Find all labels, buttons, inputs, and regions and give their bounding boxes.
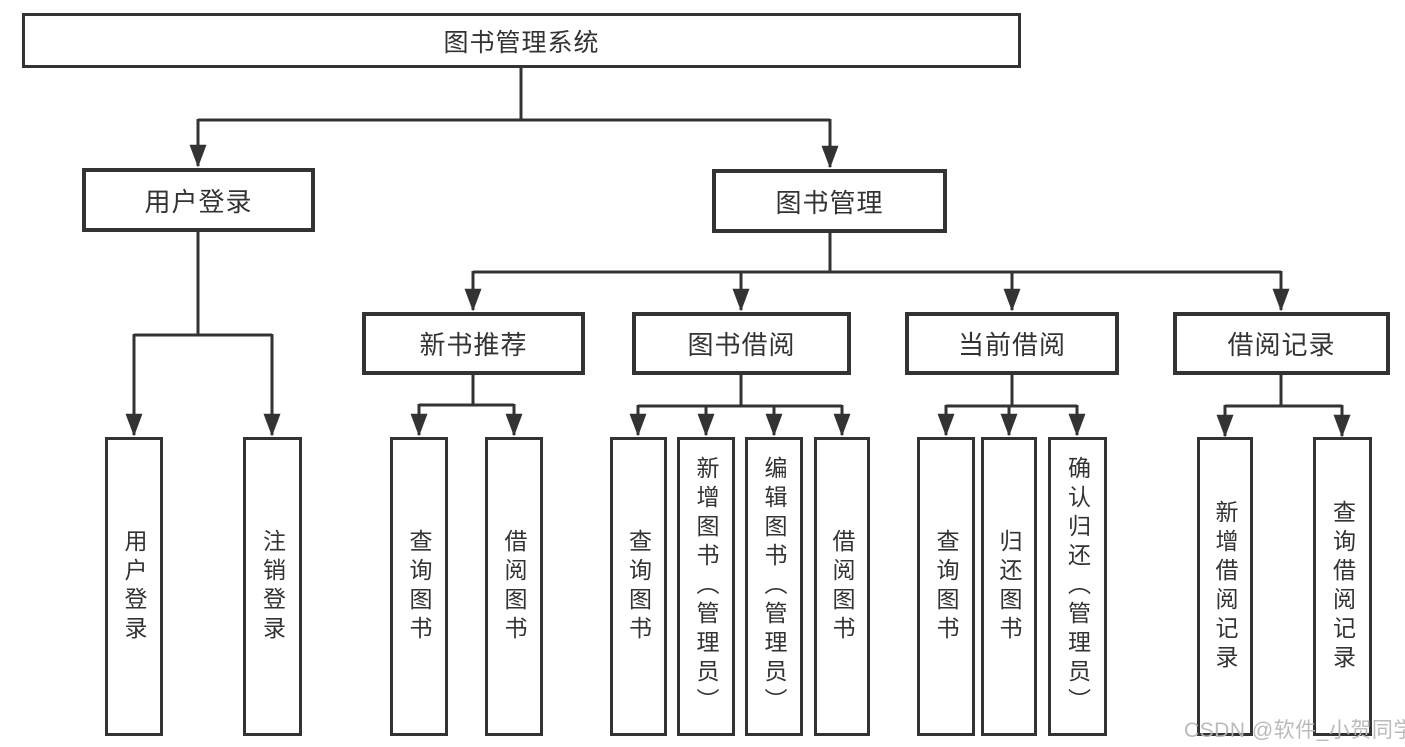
leaf-query-borrow-record-label: 查询借阅记录 — [1329, 499, 1356, 674]
leaf-query-books-1: 查询图书 — [390, 437, 448, 736]
leaf-borrow-book-1-label: 借阅图书 — [501, 528, 527, 645]
node-book-management: 图书管理 — [712, 169, 947, 233]
leaf-edit-book-admin: 编辑图书（管理员） — [745, 437, 803, 736]
leaf-borrow-book-1: 借阅图书 — [485, 437, 543, 736]
leaf-confirm-return-admin-label: 确认归还（管理员） — [1064, 456, 1091, 717]
node-current-borrow-label: 当前借阅 — [957, 330, 1066, 360]
node-new-book-recommend-label: 新书推荐 — [419, 330, 528, 360]
leaf-borrow-book-2-label: 借阅图书 — [829, 528, 855, 645]
node-user-login: 用户登录 — [82, 168, 315, 232]
leaf-query-books-1-label: 查询图书 — [406, 528, 432, 645]
leaf-query-books-2: 查询图书 — [610, 437, 667, 736]
leaf-add-book-admin-label: 新增图书（管理员） — [693, 456, 719, 717]
node-book-borrow: 图书借阅 — [632, 312, 851, 375]
leaf-query-borrow-record: 查询借阅记录 — [1313, 437, 1372, 736]
node-borrow-records-label: 借阅记录 — [1227, 330, 1336, 360]
node-book-management-label: 图书管理 — [775, 187, 884, 218]
leaf-add-book-admin: 新增图书（管理员） — [677, 437, 735, 736]
leaf-user-login: 用户登录 — [105, 437, 163, 736]
node-user-login-label: 用户登录 — [144, 186, 253, 217]
node-borrow-records: 借阅记录 — [1173, 312, 1390, 375]
leaf-query-books-3: 查询图书 — [917, 437, 975, 736]
leaf-add-borrow-record-label: 新增借阅记录 — [1212, 499, 1238, 674]
leaf-return-book: 归还图书 — [981, 437, 1037, 736]
connector-lines — [125, 68, 1351, 438]
leaf-edit-book-admin-label: 编辑图书（管理员） — [761, 456, 787, 717]
leaf-user-login-label: 用户登录 — [121, 528, 147, 645]
leaf-logout-label: 注销登录 — [259, 528, 286, 645]
leaf-logout: 注销登录 — [243, 437, 302, 736]
leaf-borrow-book-2: 借阅图书 — [814, 437, 870, 736]
csdn-watermark: CSDN @软件_小贺同学 — [1184, 719, 1405, 742]
leaf-confirm-return-admin: 确认归还（管理员） — [1048, 437, 1107, 736]
leaf-query-books-3-label: 查询图书 — [933, 528, 959, 645]
node-book-borrow-label: 图书借阅 — [687, 330, 796, 360]
node-root: 图书管理系统 — [22, 13, 1021, 68]
leaf-return-book-label: 归还图书 — [996, 528, 1022, 645]
node-current-borrow: 当前借阅 — [905, 312, 1119, 375]
leaf-add-borrow-record: 新增借阅记录 — [1197, 437, 1253, 736]
node-new-book-recommend: 新书推荐 — [362, 312, 585, 375]
leaf-query-books-2-label: 查询图书 — [625, 528, 652, 645]
node-root-label: 图书管理系统 — [443, 28, 600, 57]
